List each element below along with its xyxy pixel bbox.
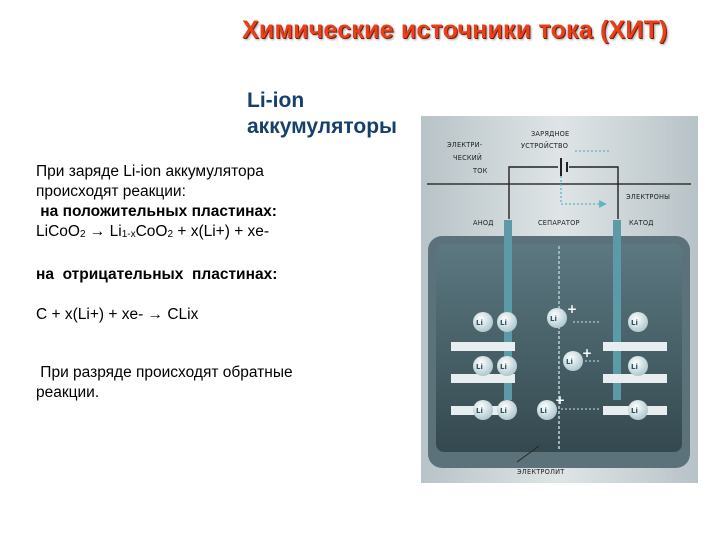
ion: Li bbox=[473, 312, 493, 332]
label-separator: СЕПАРАТОР bbox=[538, 219, 580, 227]
ion: Li bbox=[497, 356, 517, 376]
wire-right bbox=[569, 166, 619, 219]
li-ion-battery-diagram: ЭЛЕКТРИ- ЧЕСКИЙ ТОК ЗАРЯДНОЕ УСТРОЙСТВО … bbox=[421, 116, 698, 483]
cathode-electrode bbox=[613, 220, 621, 400]
discharge-line-2: реакции. bbox=[36, 384, 100, 401]
svg-text:Li: Li bbox=[550, 315, 557, 323]
label-current-1: ЭЛЕКТРИ- bbox=[447, 141, 483, 149]
label-current-2: ЧЕСКИЙ bbox=[453, 153, 482, 162]
wire-left bbox=[508, 166, 558, 219]
label-charger-2: УСТРОЙСТВО bbox=[521, 141, 568, 150]
svg-text:Li: Li bbox=[566, 358, 573, 366]
label-current-3: ТОК bbox=[472, 167, 488, 175]
ion: Li bbox=[497, 312, 517, 332]
svg-text:Li: Li bbox=[540, 407, 547, 415]
ion: Li bbox=[628, 312, 648, 332]
positive-plates-heading: на положительных пластинах: bbox=[36, 203, 277, 220]
discharge-line-1: При разряде происходят обратные bbox=[36, 364, 293, 381]
plus-sign: + bbox=[567, 302, 577, 316]
label-electrons: ЭЛЕКТРОНЫ bbox=[626, 193, 670, 201]
reaction-text: При заряде Li-ion аккумулятора происходя… bbox=[36, 162, 381, 403]
ion: Li bbox=[628, 356, 648, 376]
svg-text:Li: Li bbox=[476, 407, 483, 415]
ion: Li bbox=[628, 400, 648, 420]
svg-text:Li: Li bbox=[476, 319, 483, 327]
slide-subtitle: Li-ion аккумуляторы bbox=[247, 89, 397, 138]
cathode-plate-1 bbox=[603, 342, 667, 351]
ion: Li bbox=[537, 400, 557, 420]
text-line-2: происходят реакции: bbox=[36, 183, 186, 200]
ion: Li bbox=[473, 356, 493, 376]
slide-title: Химические источники тока (ХИТ) bbox=[242, 16, 668, 44]
ion: Li bbox=[497, 400, 517, 420]
electrolyte-pointer bbox=[516, 445, 540, 463]
svg-text:Li: Li bbox=[476, 363, 483, 371]
svg-text:Li: Li bbox=[500, 363, 507, 371]
negative-plates-heading: на отрицательных пластинах: bbox=[36, 266, 278, 283]
anode-plate-1 bbox=[451, 342, 515, 351]
plus-sign: + bbox=[555, 393, 565, 407]
svg-text:Li: Li bbox=[631, 363, 638, 371]
label-electrolyte: ЭЛЕКТРОЛИТ bbox=[517, 468, 565, 476]
text-line-1: При заряде Li-ion аккумулятора bbox=[36, 163, 264, 180]
reaction-negative: C + x(Li+) + xe- → CLix bbox=[36, 306, 199, 323]
electron-flow-arrow bbox=[560, 176, 607, 208]
svg-text:Li: Li bbox=[631, 319, 638, 327]
plus-sign: + bbox=[582, 346, 592, 360]
ion: Li bbox=[563, 351, 583, 371]
svg-text:Li: Li bbox=[500, 319, 507, 327]
cathode-plate-2 bbox=[603, 374, 667, 383]
label-charger-1: ЗАРЯДНОЕ bbox=[531, 130, 569, 138]
label-anode: АНОД bbox=[473, 219, 494, 227]
reaction-positive: LiCoO2 → Li1-xCoO2 + x(Li+) + xe- bbox=[36, 223, 270, 240]
label-cathode: КАТОД bbox=[629, 219, 654, 227]
ion: Li bbox=[547, 308, 567, 328]
svg-text:Li: Li bbox=[631, 407, 638, 415]
anode-plate-2 bbox=[451, 374, 515, 383]
ion: Li bbox=[473, 400, 493, 420]
anode-electrode bbox=[504, 220, 512, 400]
svg-text:Li: Li bbox=[500, 407, 507, 415]
